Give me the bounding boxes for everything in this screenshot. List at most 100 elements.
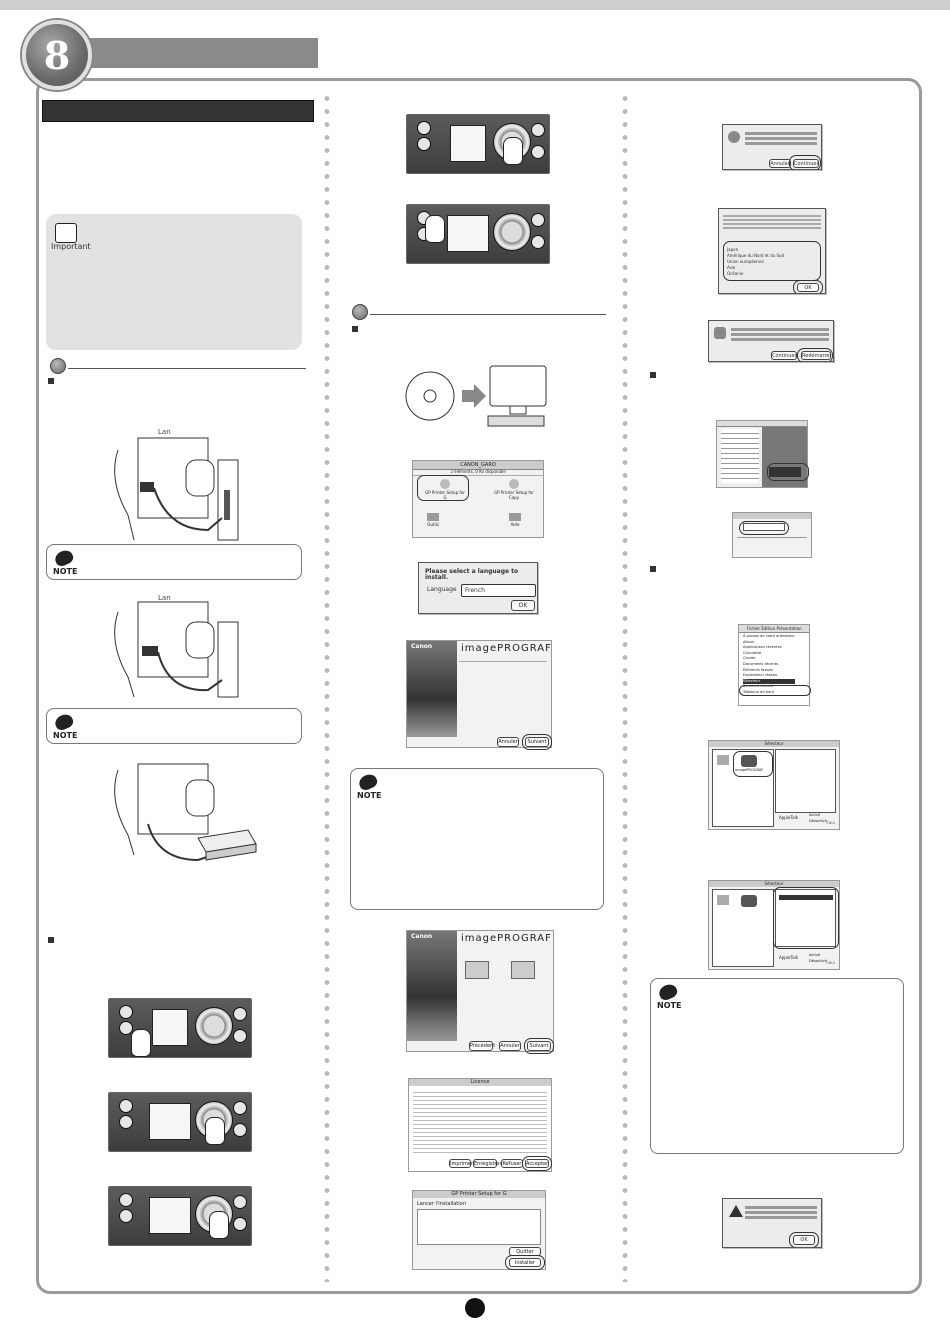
appletalk-window — [732, 512, 812, 558]
highlight-oval — [789, 1232, 819, 1247]
region-option[interactable]: Océanie — [727, 271, 744, 276]
highlight-oval — [739, 685, 811, 696]
menu-item-network-browser[interactable]: Explorateur réseau — [743, 673, 778, 678]
installer-art — [407, 931, 457, 1041]
menu-item-recent-docs[interactable]: Documents récents — [743, 661, 778, 666]
tools-folder-label[interactable]: Outils — [427, 522, 439, 527]
accept-button[interactable]: Accepter — [525, 1159, 549, 1168]
printer-driver-icon — [717, 895, 729, 905]
region-option[interactable]: Asie — [727, 265, 736, 270]
gp-setup-icon-label[interactable]: GP Printer Setup for G — [425, 490, 465, 500]
folder-icon — [427, 513, 439, 521]
cd-insert-illustration — [405, 365, 547, 427]
install-button[interactable]: Installer — [509, 1258, 541, 1267]
imageprograf-driver-label[interactable]: imagePROGRAF — [735, 768, 764, 772]
refuse-button[interactable]: Refuser — [501, 1159, 523, 1168]
menu-item-album[interactable]: Album — [743, 639, 755, 644]
important-label: Important — [51, 242, 91, 251]
pen-icon — [356, 771, 380, 793]
ok-button[interactable]: OK — [793, 1235, 815, 1245]
step-rule — [370, 314, 606, 315]
menu-item-chooser[interactable]: Sélecteur — [743, 678, 795, 685]
appletalk-active-radio[interactable]: Activé — [809, 813, 821, 817]
next-button[interactable]: Suivant — [525, 737, 549, 747]
finger-press-icon — [425, 215, 445, 243]
step-rule — [68, 368, 306, 369]
square-bullet-icon — [48, 378, 54, 384]
printer-icon — [465, 961, 489, 979]
warning-icon — [729, 1205, 743, 1217]
ok-button[interactable]: OK — [797, 283, 819, 292]
continue-button[interactable]: Continuer — [793, 159, 819, 168]
control-panel-figure-4 — [406, 114, 550, 174]
cancel-button[interactable]: Annuler — [499, 1041, 521, 1051]
restart-button[interactable]: Redémarrer — [801, 351, 832, 360]
language-select[interactable]: French — [461, 584, 536, 597]
gp-setup-copy-icon-label[interactable]: GP Printer Setup for Copy — [494, 490, 534, 500]
cancel-button[interactable]: Annuler — [769, 159, 791, 168]
printer-driver-icon — [717, 755, 729, 765]
square-bullet-icon — [650, 566, 656, 572]
important-box: Important — [46, 214, 302, 350]
region-option[interactable]: Union européenne — [727, 259, 764, 264]
svg-text:Lan: Lan — [158, 428, 171, 436]
menu-item-calculator[interactable]: Calculette — [743, 650, 762, 655]
installer-art — [407, 641, 457, 737]
continue-button[interactable]: Continuer — [771, 351, 797, 360]
parallel-connection-illustration: Lan — [114, 594, 239, 698]
installer-window-2: Canon imagePROGRAF Précédent Annuler Sui… — [406, 930, 554, 1054]
printer-icon — [511, 961, 535, 979]
ok-button[interactable]: OK — [511, 600, 535, 611]
step-circle-icon — [50, 358, 66, 374]
help-folder-label[interactable]: Aide — [510, 522, 520, 527]
menu-item-recent-servers[interactable]: Serveurs récents — [743, 684, 774, 689]
square-bullet-icon — [48, 937, 54, 943]
appletalk-active-radio[interactable]: Activé — [809, 953, 821, 957]
region-option[interactable]: Amérique du Nord et du Sud — [727, 253, 785, 258]
control-panel-figure-5 — [406, 204, 550, 264]
control-panel-figure-1 — [108, 998, 252, 1058]
save-button[interactable]: Enregistrer — [473, 1159, 502, 1168]
language-dialog: Please select a language to install. Lan… — [418, 562, 538, 614]
appletalk-inactive-radio[interactable]: Désactivé — [809, 819, 827, 823]
region-option[interactable]: Japon — [727, 247, 739, 252]
note-box-3: NOTE — [350, 768, 604, 910]
chooser-window-1: Sélecteur imagePROGRAF AppleTalk Activé … — [708, 740, 840, 830]
finger-press-icon — [209, 1211, 229, 1239]
apple-menu-screenshot: Fichier Édition Présentation À propos de… — [738, 624, 811, 706]
chapter-number-badge: 8 — [22, 20, 92, 90]
page-number-dot — [465, 1298, 485, 1318]
menu-item-keyboard[interactable]: Clavier — [743, 656, 756, 661]
print-button[interactable]: Imprimer — [449, 1159, 473, 1168]
control-panel-figure-2 — [108, 1092, 252, 1152]
license-window: Licence Imprimer Enregistrer Refuser Acc… — [408, 1078, 552, 1172]
network-connection-illustration — [114, 763, 257, 862]
menu-item-favorites[interactable]: Éléments favoris — [743, 667, 774, 672]
menu-item-recent-apps[interactable]: Applications récentes — [743, 645, 782, 650]
highlight-oval — [739, 521, 789, 535]
menu-item-control-panels[interactable]: Tableaux de bord — [743, 689, 774, 694]
highlight-oval — [797, 348, 833, 361]
note-box-2: NOTE — [46, 708, 302, 744]
pen-icon — [656, 981, 680, 1003]
step-circle-icon — [352, 304, 368, 320]
installer-icon — [440, 479, 450, 489]
imageprograf-icon — [741, 755, 757, 767]
highlight-oval — [793, 280, 823, 293]
appletalk-inactive-radio[interactable]: Désactivé — [809, 959, 827, 963]
highlight-oval — [773, 887, 839, 949]
quit-apps-dialog: Annuler Continuer — [722, 124, 822, 170]
chapter-title-bar — [80, 38, 318, 68]
cancel-button[interactable]: Annuler — [497, 737, 519, 747]
info-icon — [714, 327, 726, 339]
menu-item-about[interactable]: À propos de votre ordinateur — [743, 634, 795, 638]
highlight-oval — [767, 463, 809, 481]
highlight-oval — [524, 1038, 554, 1054]
finger-press-icon — [131, 1029, 151, 1057]
back-button[interactable]: Précédent — [469, 1041, 496, 1051]
restart-dialog: Continuer Redémarrer — [708, 320, 834, 362]
license-text — [413, 1089, 547, 1153]
square-bullet-icon — [352, 326, 358, 332]
imageprograf-icon — [741, 895, 757, 907]
next-button[interactable]: Suivant — [527, 1041, 551, 1051]
